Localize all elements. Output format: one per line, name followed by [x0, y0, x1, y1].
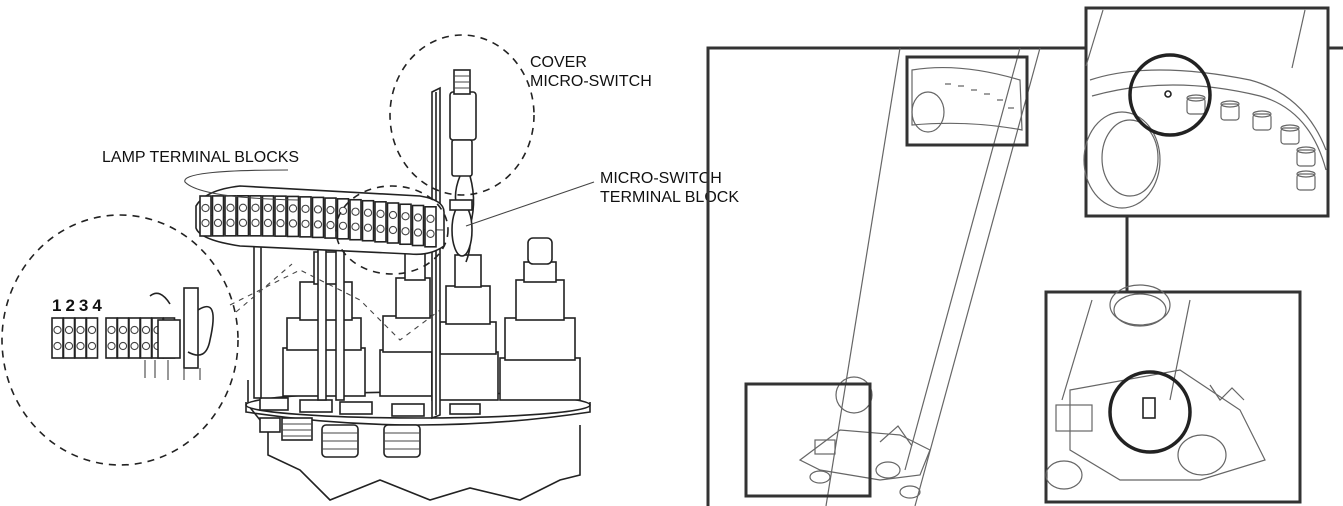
cover-label-line1: COVER: [530, 54, 587, 71]
terminal-detail: [51, 287, 214, 380]
lamp-assembly-drawing: [1, 34, 595, 501]
detail-callout-circle: [1, 214, 239, 466]
lower-highlight-box: [744, 382, 872, 498]
lamp-tube: [825, 47, 1041, 506]
overview-frame: [706, 46, 1086, 506]
terminal-numbers-label: 1234: [52, 296, 106, 315]
terminal-block-callout-circle: [335, 185, 449, 275]
plate-nuts: [259, 397, 481, 417]
terminal-block-cells: [199, 195, 437, 248]
lamp-blocks-leader-line: [184, 169, 299, 201]
micro-switch-terminal-block: [449, 199, 473, 257]
lamp-holder-4: [499, 237, 581, 401]
micro-switch-bracket: [431, 86, 441, 420]
lower-screw-ring: [1108, 370, 1192, 454]
upper-highlight-box: [905, 55, 1029, 147]
cover-label-line2: MICRO-SWITCH: [530, 73, 652, 90]
lamp-terminal-blocks-label: LAMP TERMINAL BLOCKS: [102, 149, 299, 166]
upper-zoom-callout: [1083, 6, 1330, 218]
micro-switch-leader-line: [465, 181, 595, 227]
micro-switch-label-line1: MICRO-SWITCH: [600, 170, 722, 187]
cover-switch-callout-circle: [389, 34, 535, 196]
lamp-holder-3: [431, 254, 499, 401]
cable-glands: [259, 417, 421, 458]
upper-screw-ring: [1128, 53, 1212, 137]
lower-zoom-callout: [1044, 284, 1302, 504]
micro-switch-label-line2: TERMINAL BLOCK: [600, 189, 739, 206]
upper-flange: [911, 66, 1023, 133]
cover-micro-switch: [449, 69, 477, 263]
lamp-holder-2: [379, 249, 436, 397]
installation-view: [706, 6, 1343, 506]
lower-fitting: [798, 376, 931, 499]
